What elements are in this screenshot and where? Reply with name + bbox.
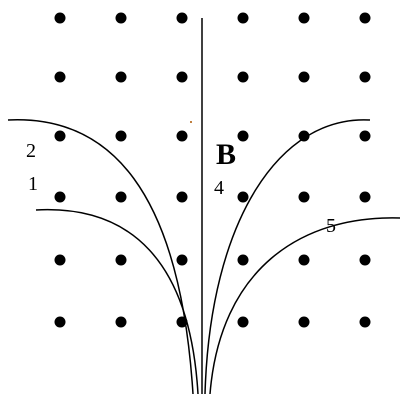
field-dot xyxy=(359,254,371,266)
field-dot xyxy=(54,316,66,328)
field-dot xyxy=(298,191,310,203)
field-dot xyxy=(237,12,249,24)
field-dot xyxy=(176,191,188,203)
track-5 xyxy=(209,217,400,394)
field-dot xyxy=(54,254,66,266)
field-dot xyxy=(115,191,127,203)
field-dot xyxy=(237,71,249,83)
field-dot xyxy=(176,254,188,266)
field-dot xyxy=(298,254,310,266)
field-dot xyxy=(115,71,127,83)
field-dot xyxy=(176,12,188,24)
track-4 xyxy=(204,119,371,394)
field-label-b: B xyxy=(216,138,236,171)
field-dot xyxy=(237,191,249,203)
track-label-2: 2 xyxy=(26,140,36,162)
track-label-1: 1 xyxy=(28,173,38,195)
field-dot xyxy=(115,130,127,142)
stray-mark xyxy=(190,121,192,123)
field-dot xyxy=(298,12,310,24)
field-dot xyxy=(115,254,127,266)
field-dot xyxy=(176,130,188,142)
field-dot xyxy=(359,12,371,24)
field-dot xyxy=(54,12,66,24)
field-dot xyxy=(298,316,310,328)
field-dot xyxy=(237,254,249,266)
field-dot xyxy=(359,71,371,83)
field-dot xyxy=(54,130,66,142)
track-label-4: 4 xyxy=(214,177,224,199)
field-dot xyxy=(54,191,66,203)
field-dot xyxy=(176,71,188,83)
field-dot-grid xyxy=(54,12,371,328)
field-dot xyxy=(298,130,310,142)
field-dot xyxy=(359,191,371,203)
field-dot xyxy=(237,316,249,328)
track-1 xyxy=(35,208,199,394)
field-dot xyxy=(237,130,249,142)
field-dot xyxy=(54,71,66,83)
field-dot xyxy=(115,12,127,24)
field-dot xyxy=(298,71,310,83)
field-dot xyxy=(359,316,371,328)
track-2 xyxy=(7,119,194,394)
track-label-5: 5 xyxy=(326,215,336,237)
field-dot xyxy=(115,316,127,328)
field-dot xyxy=(359,130,371,142)
